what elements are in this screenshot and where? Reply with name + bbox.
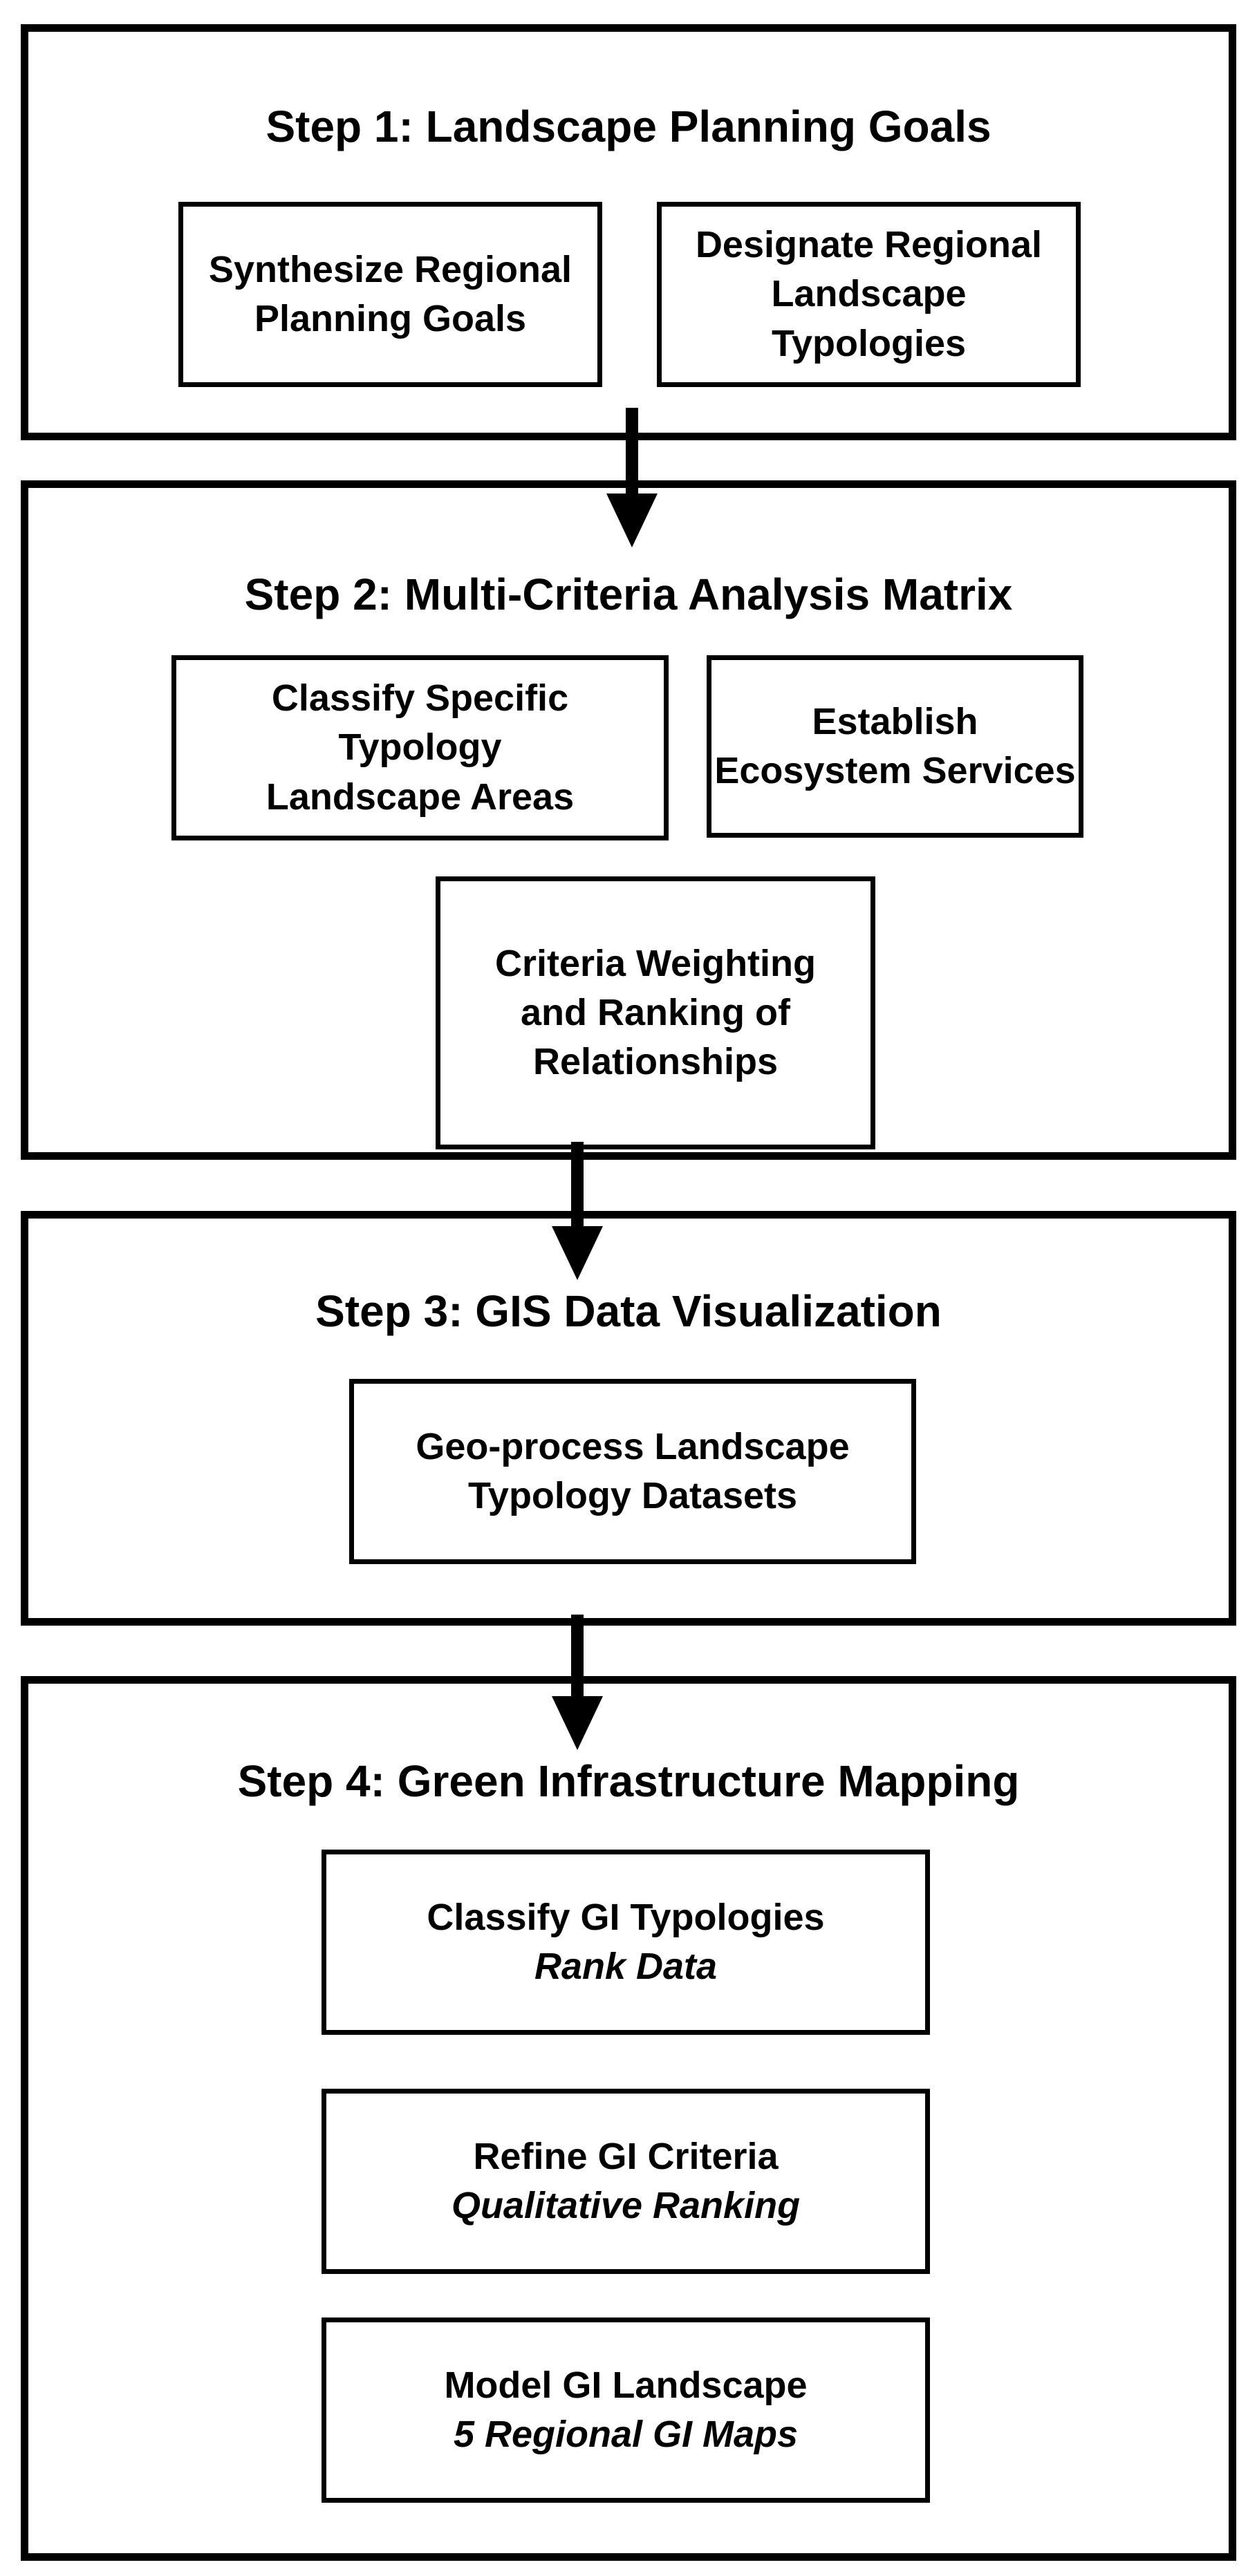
box-text-line: Planning Goals (254, 298, 527, 339)
arrow-step1-to-step2 (606, 408, 658, 547)
box-text-line: and Ranking of (521, 991, 790, 1033)
section-title-step-3: Step 3: GIS Data Visualization (315, 1286, 942, 1336)
box-criteria-weighting-ranking: Criteria Weighting and Ranking of Relati… (436, 876, 875, 1149)
box-establish-ecosystem-services: Establish Ecosystem Services (707, 655, 1083, 838)
down-arrow-shaft (626, 408, 638, 495)
box-text-line: Geo-process Landscape (416, 1425, 850, 1467)
box-text-line: Typologies (771, 322, 967, 364)
box-text-line: Model GI Landscape (444, 2364, 808, 2406)
box-text-line: Synthesize Regional (208, 248, 572, 290)
box-text-line: Establish (812, 700, 978, 742)
box-classify-specific-typology-landscape-areas: Classify Specific Typology Landscape Are… (171, 655, 669, 840)
box-refine-gi-criteria: Refine GI Criteria Qualitative Ranking (322, 2089, 930, 2274)
down-arrow-icon (552, 1696, 603, 1750)
arrow-step2-to-step3 (552, 1142, 603, 1280)
box-text-line: Typology (338, 726, 502, 769)
box-classify-gi-typologies: Classify GI Typologies Rank Data (322, 1850, 930, 2035)
box-text-line: Landscape (771, 273, 967, 315)
box-text-line: Classify GI Typologies (427, 1896, 825, 1938)
box-text-line-italic: Qualitative Ranking (451, 2185, 801, 2226)
box-text-line: Relationships (532, 1041, 779, 1083)
box-text-line: Typology Datasets (467, 1475, 798, 1516)
section-title-step-4: Step 4: Green Infrastructure Mapping (237, 1756, 1020, 1806)
down-arrow-shaft (571, 1142, 584, 1228)
box-text-line: Criteria Weighting (494, 942, 817, 984)
down-arrow-shaft (571, 1615, 584, 1698)
box-synthesize-regional-planning-goals: Synthesize Regional Planning Goals (178, 202, 602, 387)
box-text-line: Landscape Areas (266, 775, 575, 818)
box-text-line: Refine GI Criteria (473, 2135, 779, 2177)
down-arrow-icon (606, 493, 658, 547)
box-model-gi-landscape: Model GI Landscape 5 Regional GI Maps (322, 2318, 930, 2503)
section-title-step-1: Step 1: Landscape Planning Goals (266, 102, 991, 151)
box-text-line: Classify Specific (271, 677, 569, 720)
box-designate-regional-landscape-typologies: Designate Regional Landscape Typologies (657, 202, 1081, 387)
down-arrow-icon (552, 1226, 603, 1280)
box-text-line: Designate Regional (695, 224, 1043, 266)
box-text-line-italic: 5 Regional GI Maps (453, 2414, 799, 2455)
box-text-line-italic: Rank Data (534, 1946, 718, 1987)
box-geoprocess-landscape-typology-datasets: Geo-process Landscape Typology Datasets (349, 1379, 916, 1564)
box-text-line: Ecosystem Services (714, 750, 1076, 791)
arrow-step3-to-step4 (552, 1615, 603, 1750)
section-title-step-2: Step 2: Multi-Criteria Analysis Matrix (244, 570, 1013, 619)
